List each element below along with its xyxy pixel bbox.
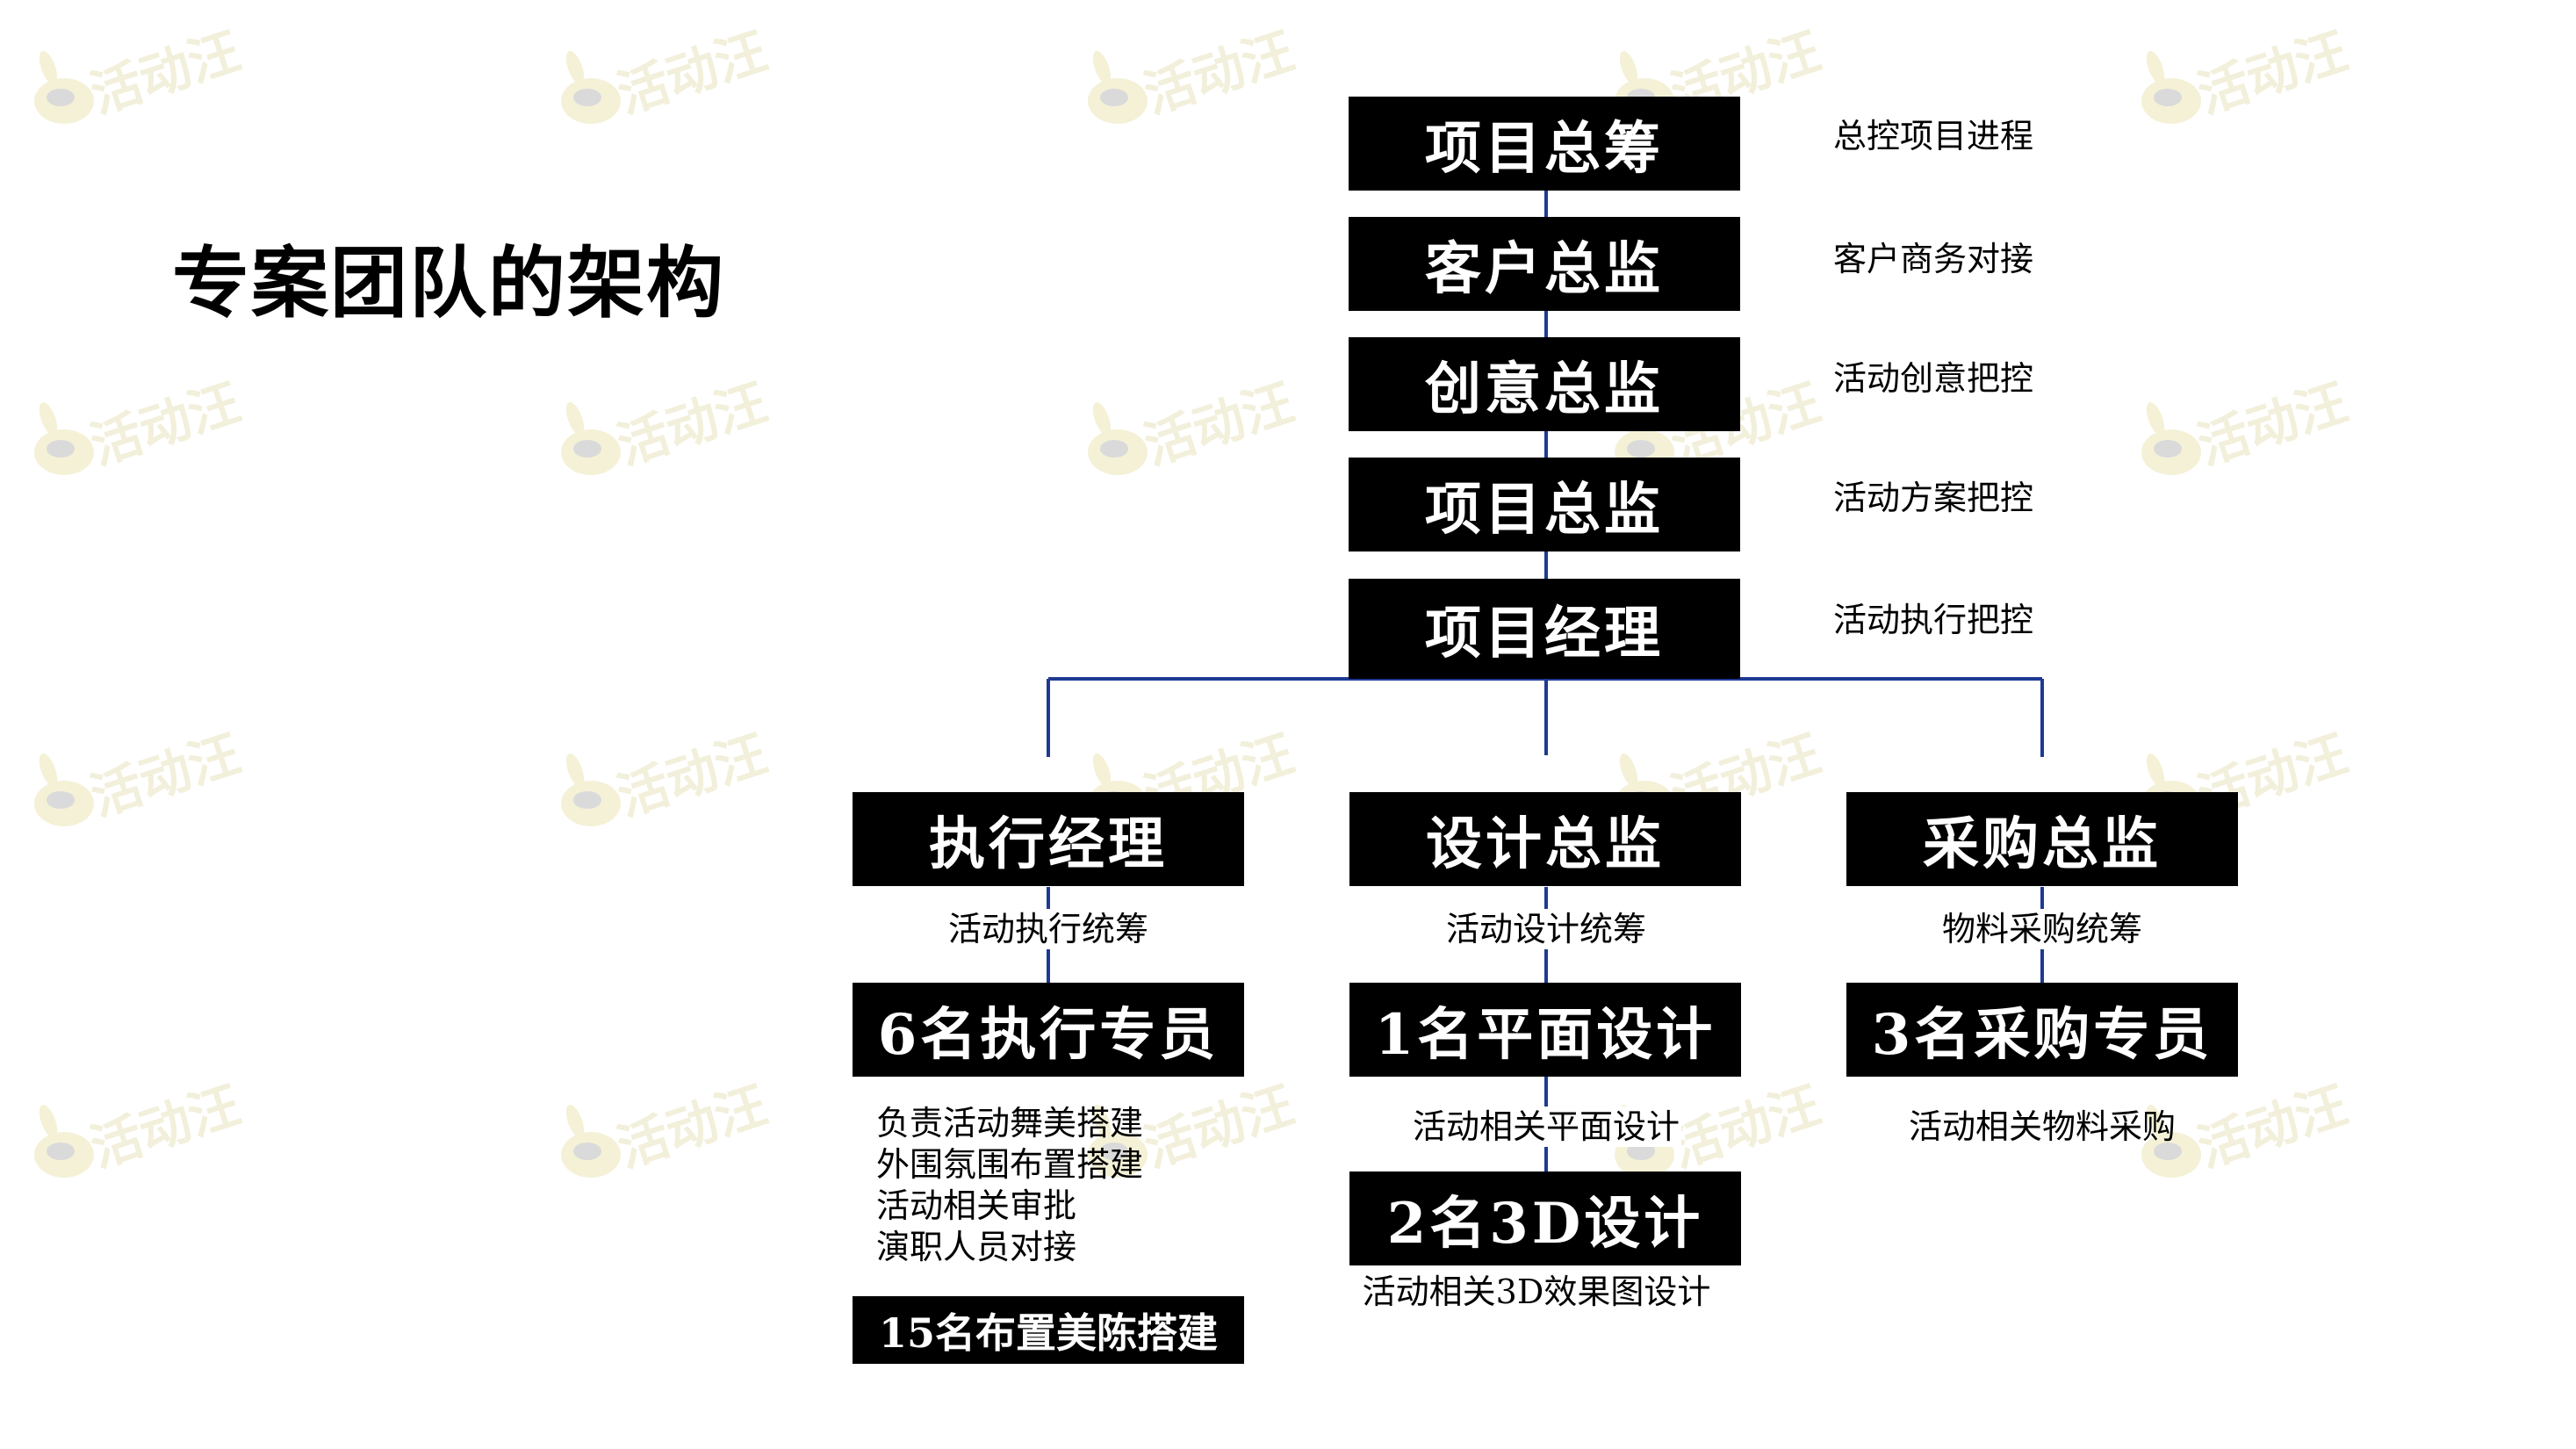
note-procurement-staff: 活动相关物料采购 [1908, 1107, 2177, 1146]
node-project-supervisor: 项目总监 [1349, 458, 1740, 551]
note-graphic-designer: 活动相关平面设计 [1410, 1107, 1682, 1147]
node-3d-designer: 2名3D设计 [1349, 1171, 1741, 1265]
node-procurement-director: 采购总监 [1846, 792, 2238, 886]
note-execution-staff-2: 外围氛围布置搭建 [876, 1145, 1144, 1184]
note-3d-designer: 活动相关3D效果图设计 [1362, 1272, 1711, 1311]
node-design-director: 设计总监 [1349, 792, 1741, 886]
note-design-director: 活动设计统筹 [1443, 909, 1649, 949]
note-project-manager: 活动执行把控 [1831, 600, 2036, 640]
note-project-supervisor: 活动方案把控 [1831, 478, 2036, 518]
note-client-director: 客户商务对接 [1831, 239, 2036, 279]
page-title: 专案团队的架构 [172, 238, 726, 328]
note-execution-manager: 活动执行统筹 [946, 909, 1151, 949]
node-execution-staff: 6名执行专员 [853, 983, 1244, 1077]
note-execution-staff-4: 演职人员对接 [876, 1228, 1077, 1266]
note-procurement-director: 物料采购统筹 [1939, 909, 2145, 949]
node-project-director: 项目总筹 [1349, 97, 1740, 191]
node-creative-director: 创意总监 [1349, 337, 1740, 431]
note-execution-staff-3: 活动相关审批 [876, 1186, 1077, 1225]
node-graphic-designer: 1名平面设计 [1349, 983, 1741, 1077]
node-client-director: 客户总监 [1349, 217, 1740, 311]
note-project-director: 总控项目进程 [1831, 116, 2036, 156]
node-execution-manager: 执行经理 [853, 792, 1244, 886]
node-procurement-staff: 3名采购专员 [1846, 983, 2238, 1077]
node-decoration-staff: 15名布置美陈搭建 [853, 1296, 1244, 1364]
node-project-manager: 项目经理 [1349, 579, 1740, 679]
note-creative-director: 活动创意把控 [1831, 358, 2036, 399]
note-execution-staff-1: 负责活动舞美搭建 [876, 1104, 1144, 1143]
